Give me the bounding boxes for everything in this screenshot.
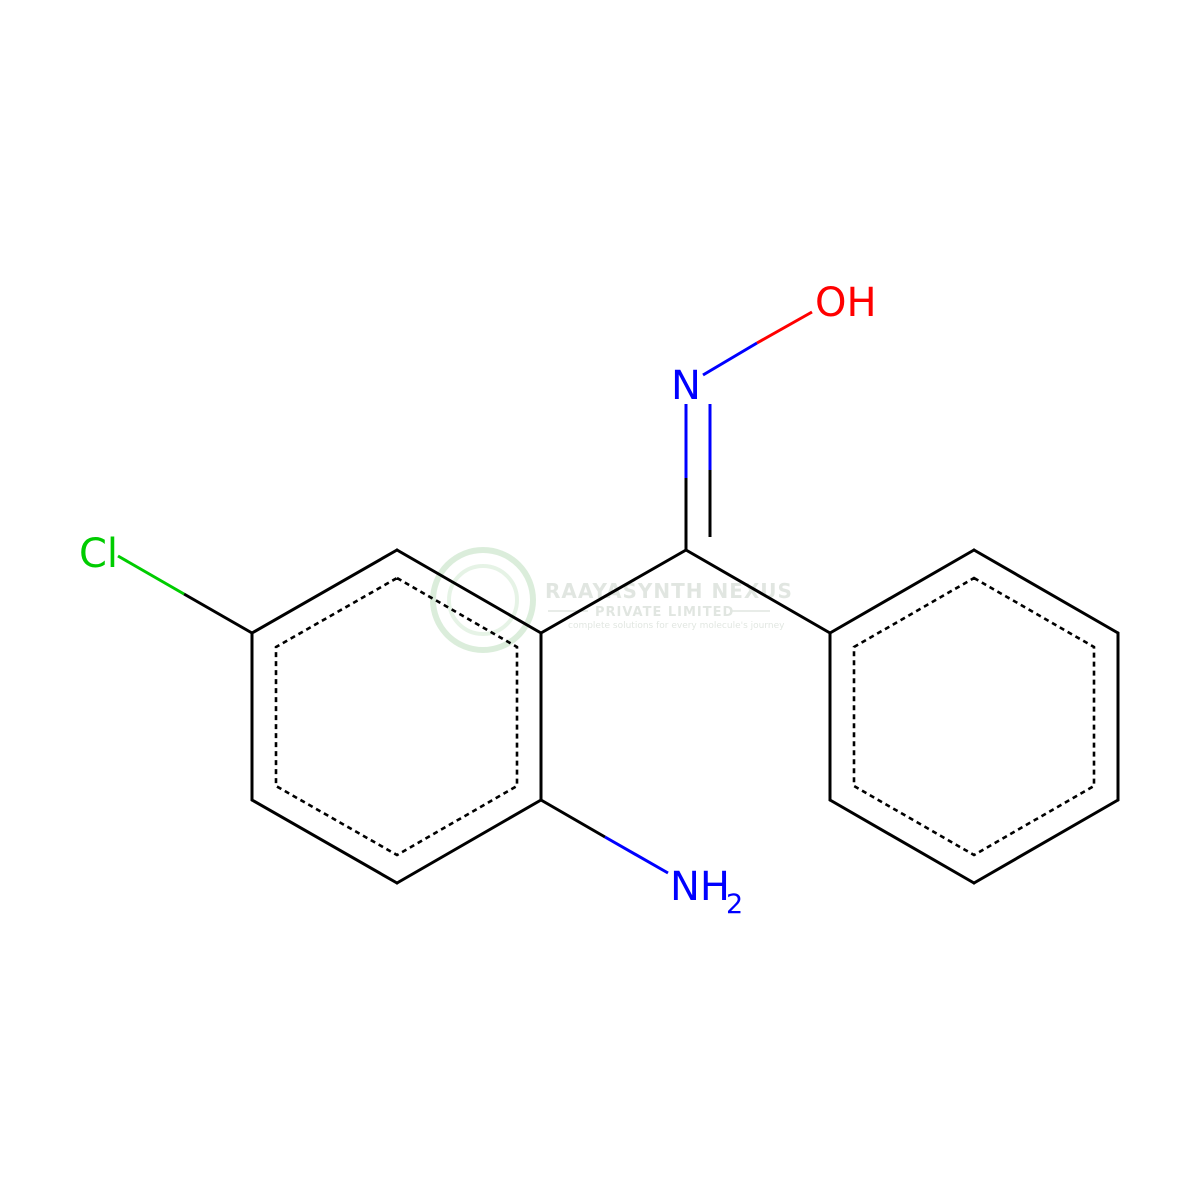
bond-left-ring-6: [250, 548, 399, 635]
bond-left-ring-3: [395, 798, 543, 885]
c-n-double-bond: [684, 404, 712, 550]
atom-label-nh: NH: [670, 864, 730, 910]
atom-label-n: N: [671, 363, 701, 409]
bond-right-ring-4: [828, 798, 976, 885]
bond-left-ring-4: [250, 798, 399, 885]
c-nh2-bond-blue: [604, 835, 669, 875]
watermark-subtitle: PRIVATE LIMITED: [595, 605, 734, 620]
c-cl-bond-green: [117, 554, 185, 596]
watermark-logo-ring: [430, 547, 536, 653]
watermark-logo-inner: [447, 564, 519, 636]
watermark-tagline: complete solutions for every molecule's …: [568, 621, 785, 631]
bond-central-to-left-ring: [539, 548, 688, 635]
atom-label-cl: Cl: [79, 531, 118, 577]
watermark: RAAYASYNTH NEXUS PRIVATE LIMITED complet…: [430, 547, 793, 653]
c-cl-bond-black: [183, 592, 253, 635]
n-o-bond-blue: [702, 341, 758, 377]
right-benzene-ring: [828, 548, 1120, 885]
bond-right-ring-3: [972, 798, 1120, 885]
left-benzene-ring: [250, 548, 543, 885]
left-ring-aromatic-circuit: [274, 576, 519, 857]
c-nh2-bond-black: [540, 798, 606, 839]
bond-central-to-right-ring: [684, 548, 832, 635]
right-ring-aromatic-circuit: [852, 576, 1096, 857]
bond-left-ring-1: [395, 548, 543, 635]
bond-right-ring-1: [972, 548, 1120, 635]
atom-label-oh: OH: [815, 280, 877, 326]
bond-right-ring-6: [828, 548, 976, 635]
atom-label-nh-subscript: 2: [726, 889, 743, 920]
n-o-bond-red: [756, 310, 813, 345]
watermark-company-name: RAAYASYNTH NEXUS: [545, 579, 793, 603]
